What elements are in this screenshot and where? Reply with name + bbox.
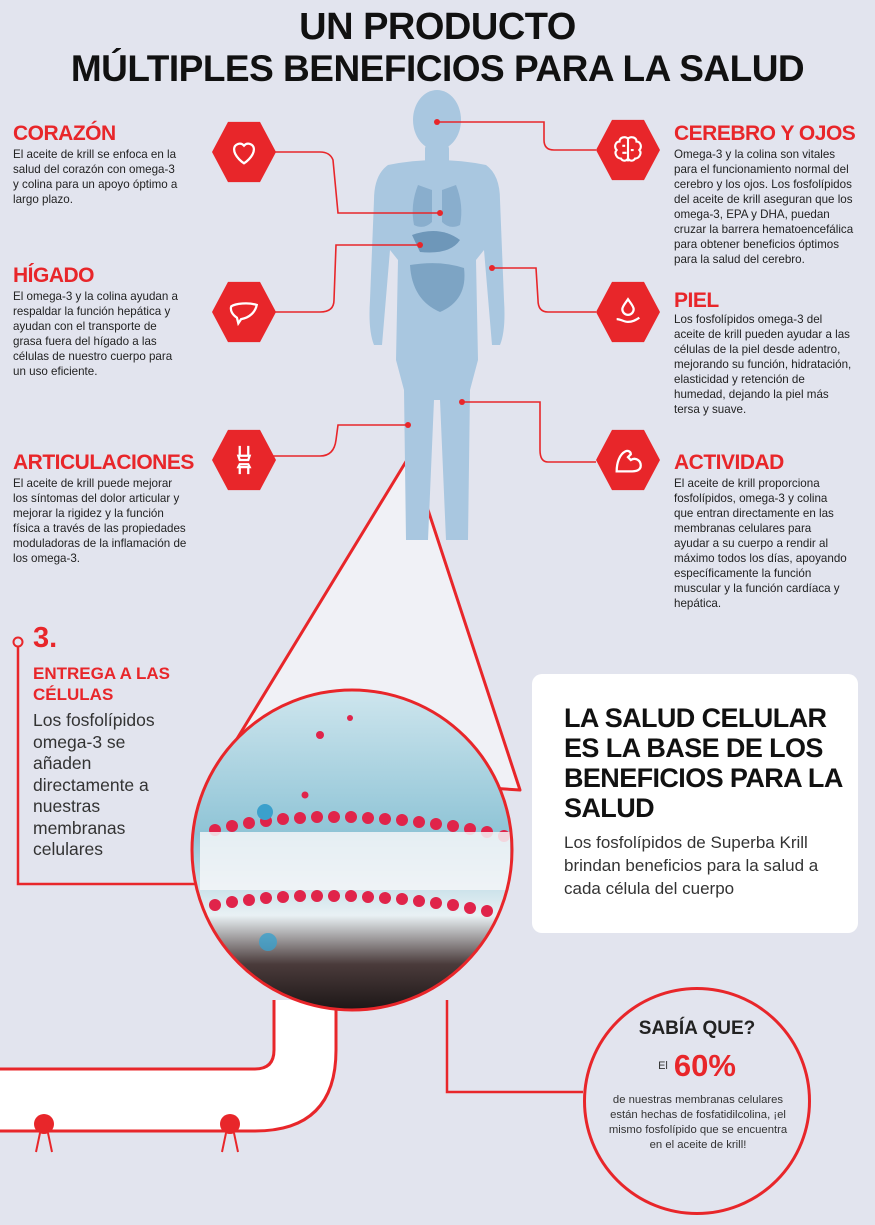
cell-membrane-illustration [192,690,512,1010]
step-title-line2: CÉLULAS [33,685,114,704]
benefit-text-corazon: El aceite de krill se enfoca en la salud… [13,148,178,206]
benefit-text-piel: Los fosfolípidos omega-3 del aceite de k… [674,313,852,416]
card-title: LA SALUD CELULAR ES LA BASE DE LOS BENEF… [564,703,842,823]
benefit-title-cerebro: CEREBRO Y OJOS [674,122,856,145]
phospholipid-molecule [34,1114,54,1153]
did-you-know-percent: 60% [673,1048,736,1083]
phospholipid-molecule [220,1114,240,1153]
benefit-title-actividad: ACTIVIDAD [674,451,784,474]
pipe-border-top [0,1000,276,1071]
did-you-know-connector [445,1000,583,1094]
benefit-title-corazon: CORAZÓN [13,122,116,145]
pipe-border-bottom [0,1000,338,1133]
benefit-text-higado: El omega-3 y la colina ayudan a respalda… [13,290,178,378]
benefit-title-piel: PIEL [674,289,719,312]
cell-health-card [532,674,858,933]
did-you-know-stat: El 60% [583,1048,811,1084]
did-you-know-text: de nuestras membranas celulares están he… [608,1094,788,1151]
brain-icon [596,119,660,181]
water-drop-hand-icon [596,281,660,343]
card-text: Los fosfolípidos de Superba Krill brinda… [564,833,819,898]
benefit-text-articulaciones: El aceite de krill puede mejorar los sín… [13,477,187,565]
human-body-silhouette [369,90,505,540]
benefit-text-cerebro: Omega-3 y la colina son vitales para el … [674,148,854,266]
step-number: 3. [33,622,58,654]
connector-lines [270,121,596,463]
did-you-know-circle [583,987,811,1215]
benefit-title-articulaciones: ARTICULACIONES [13,451,194,474]
delivery-pipe [0,1000,336,1131]
connector-dots [405,119,495,428]
internal-organs [410,185,465,312]
page-title-line2: MÚLTIPLES BENEFICIOS PARA LA SALUD [70,48,805,89]
flexed-arm-icon [596,429,660,491]
did-you-know-prefix: El [658,1060,668,1072]
step-text: Los fosfolípidos omega-3 se añaden direc… [33,710,155,859]
benefit-text-actividad: El aceite de krill proporciona fosfolípi… [674,477,847,610]
benefit-title-higado: HÍGADO [13,264,95,287]
page-title-line1: UN PRODUCTO [299,6,576,48]
did-you-know-title: SABÍA QUE? [638,1018,756,1039]
step-title-line1: ENTREGA A LAS [33,664,170,683]
